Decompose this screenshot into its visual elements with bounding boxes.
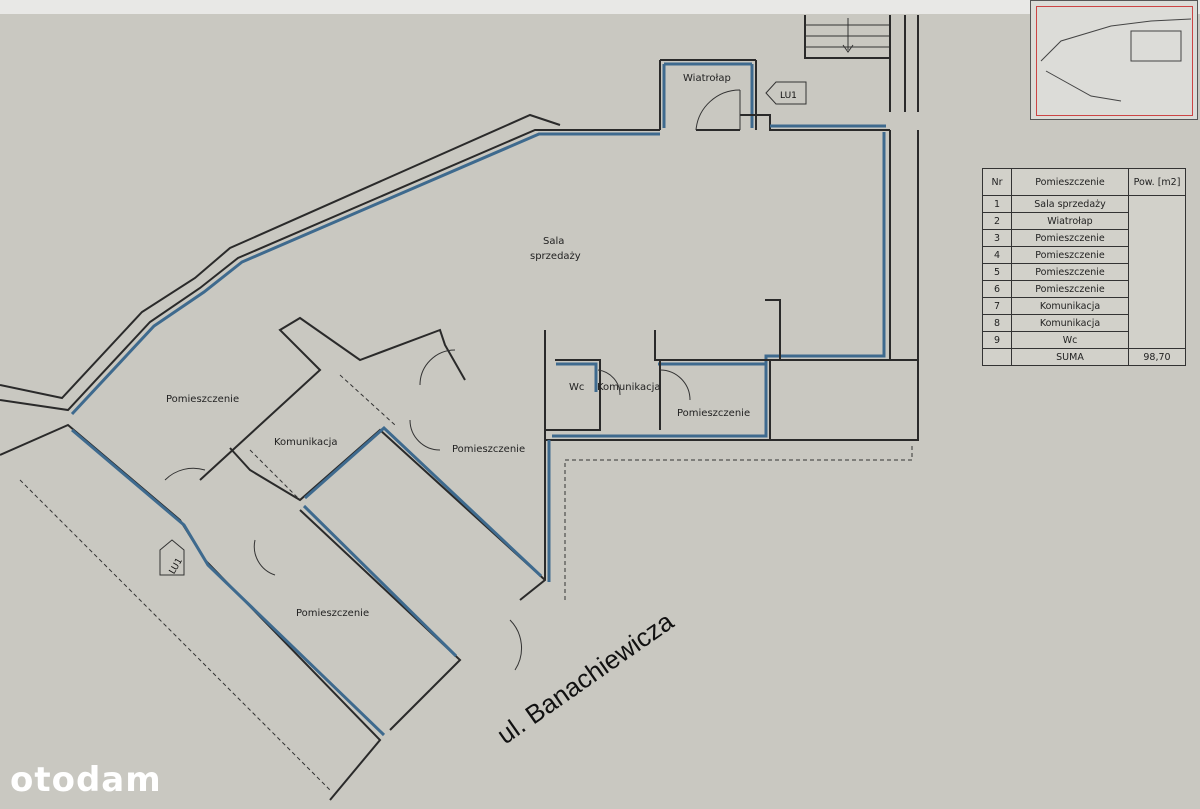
table-row: 1 Sala sprzedaży bbox=[982, 195, 1186, 349]
row-name: Pomieszczenie bbox=[1011, 229, 1129, 247]
sum-label: SUMA bbox=[1011, 348, 1129, 366]
header-area: Pow. [m2] bbox=[1128, 168, 1186, 196]
row-name: Sala sprzedaży bbox=[1011, 195, 1129, 213]
table-header-row: Nr Pomieszczenie Pow. [m2] bbox=[982, 168, 1186, 196]
row-nr: 4 bbox=[982, 246, 1012, 264]
row-nr: 2 bbox=[982, 212, 1012, 230]
label-sala-line2: sprzedaży bbox=[530, 251, 581, 262]
row-name: Komunikacja bbox=[1011, 297, 1129, 315]
table-sum-row: SUMA 98,70 bbox=[982, 348, 1186, 366]
door-swings bbox=[164, 89, 741, 671]
row-nr: 5 bbox=[982, 263, 1012, 281]
table-row: 5 Pomieszczenie bbox=[982, 263, 1186, 281]
row-nr: 6 bbox=[982, 280, 1012, 298]
label-wc: Wc bbox=[569, 382, 584, 393]
row-name: Komunikacja bbox=[1011, 314, 1129, 332]
row-nr: 9 bbox=[982, 331, 1012, 349]
row-name: Wiatrołap bbox=[1011, 212, 1129, 230]
table-row: 7 Komunikacja bbox=[982, 297, 1186, 315]
otodam-watermark: otodam bbox=[10, 760, 162, 800]
row-name: Wc bbox=[1011, 331, 1129, 349]
area-column bbox=[1128, 195, 1186, 349]
label-komunikacja-left: Komunikacja bbox=[274, 437, 338, 448]
minimap-drawing bbox=[1040, 18, 1192, 102]
row-name: Pomieszczenie bbox=[1011, 280, 1129, 298]
row-nr: 1 bbox=[982, 195, 1012, 213]
label-pomieszczenie-center: Pomieszczenie bbox=[452, 444, 525, 455]
label-wiatrolap: Wiatrołap bbox=[683, 73, 731, 84]
label-pomieszczenie-bottom: Pomieszczenie bbox=[296, 608, 369, 619]
table-row: 8 Komunikacja bbox=[982, 314, 1186, 332]
row-name: Pomieszczenie bbox=[1011, 263, 1129, 281]
label-pomieszczenie-left: Pomieszczenie bbox=[166, 394, 239, 405]
row-nr: 7 bbox=[982, 297, 1012, 315]
header-nr: Nr bbox=[982, 168, 1012, 196]
room-area-table: Nr Pomieszczenie Pow. [m2] 1 Sala sprzed… bbox=[982, 168, 1186, 366]
projection-outline bbox=[19, 374, 913, 791]
label-komunikacja-right: Komunikacja bbox=[597, 382, 661, 393]
stairs bbox=[804, 15, 919, 112]
minimap-viewport-frame bbox=[1036, 6, 1193, 116]
row-nr: 3 bbox=[982, 229, 1012, 247]
header-room: Pomieszczenie bbox=[1011, 168, 1129, 196]
row-nr: 8 bbox=[982, 314, 1012, 332]
evacuation-label-top: LU1 bbox=[780, 91, 797, 101]
table-row: 9 Wc bbox=[982, 331, 1186, 349]
label-pomieszczenie-right: Pomieszczenie bbox=[677, 408, 750, 419]
evacuation-mark-top: LU1 bbox=[765, 81, 807, 105]
row-name: Pomieszczenie bbox=[1011, 246, 1129, 264]
sum-value: 98,70 bbox=[1128, 348, 1186, 366]
label-sala-line1: Sala bbox=[543, 236, 564, 247]
table-row: 4 Pomieszczenie bbox=[982, 246, 1186, 264]
minimap-thumbnail[interactable] bbox=[1030, 0, 1198, 120]
